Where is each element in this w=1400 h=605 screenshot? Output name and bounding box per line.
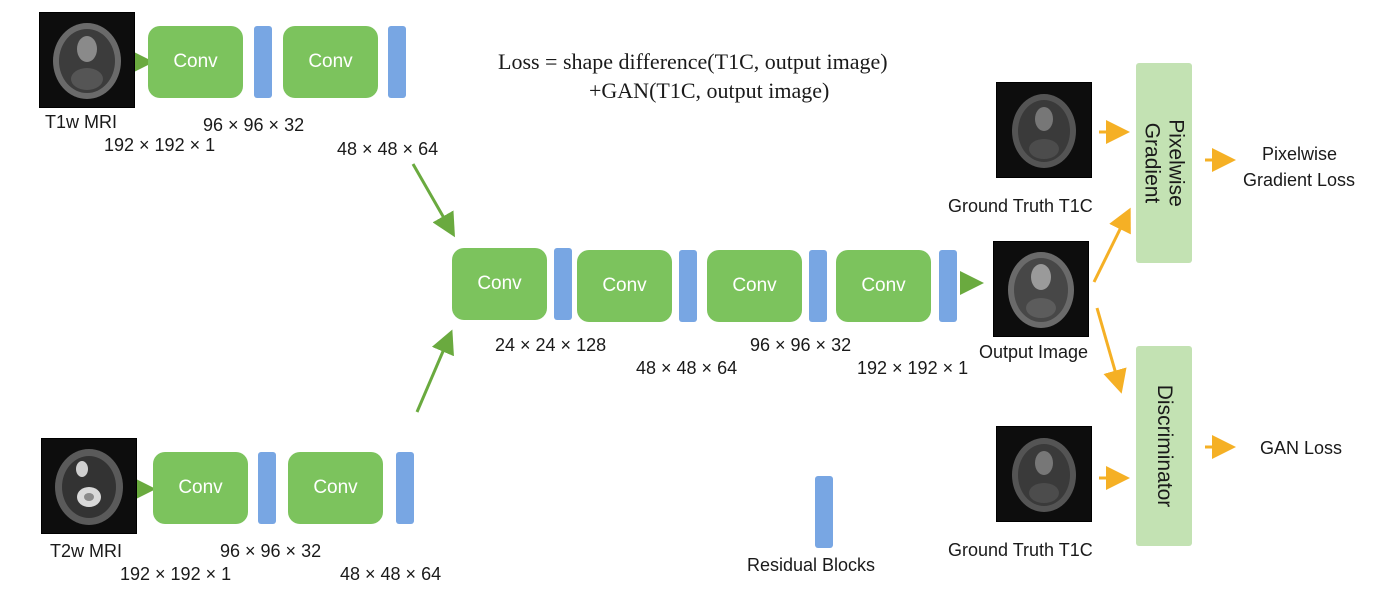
decoder-dim-1: 24 × 24 × 128 — [495, 335, 607, 355]
panel-label-line-2: Gradient — [1141, 122, 1164, 204]
conv-label: Conv — [308, 51, 353, 72]
conv-block-decoder-4: Conv — [836, 250, 931, 322]
arrow-bottom-encoder-to-decoder — [415, 329, 454, 413]
arrow-output-to-gradient — [1092, 207, 1131, 283]
brain-scan-icon — [997, 83, 1091, 177]
conv-label: Conv — [173, 51, 218, 72]
brain-scan-icon — [42, 439, 136, 533]
pixelwise-gradient-panel: Pixelwise Gradient — [1136, 63, 1192, 263]
legend-residual-block-swatch — [815, 476, 833, 548]
residual-block-decoder-4 — [939, 250, 957, 322]
gan-loss-label: GAN Loss — [1260, 438, 1343, 458]
conv-block-decoder-2: Conv — [577, 250, 672, 322]
top-encoder-dim-1: 96 × 96 × 32 — [203, 115, 305, 135]
brain-scan-icon — [40, 13, 134, 107]
residual-block-decoder-3 — [809, 250, 827, 322]
conv-block-bottom-2: Conv — [288, 452, 383, 524]
residual-block-top-1 — [254, 26, 272, 98]
conv-block-decoder-1: Conv — [452, 248, 547, 320]
t2w-mri-label: T2w MRI — [50, 541, 122, 561]
conv-label: Conv — [178, 477, 223, 498]
arrow-top-encoder-to-decoder — [411, 163, 455, 238]
brain-scan-icon — [994, 242, 1088, 336]
ground-truth-label-top: Ground Truth T1C — [948, 196, 1093, 216]
legend-residual-blocks-label: Residual Blocks — [747, 555, 876, 575]
decoder-dim-3: 96 × 96 × 32 — [750, 335, 852, 355]
t1w-mri-label: T1w MRI — [45, 112, 117, 132]
conv-label: Conv — [732, 275, 777, 296]
ground-truth-t1c-image-bottom — [996, 426, 1092, 522]
conv-block-decoder-3: Conv — [707, 250, 802, 322]
t1w-mri-image — [39, 12, 135, 108]
conv-block-top-1: Conv — [148, 26, 243, 98]
t2w-input-size: 192 × 192 × 1 — [120, 564, 232, 584]
residual-block-bottom-2 — [396, 452, 414, 524]
pixelwise-gradient-panel-label: Pixelwise Gradient — [1140, 119, 1188, 207]
conv-block-bottom-1: Conv — [153, 452, 248, 524]
residual-block-bottom-1 — [258, 452, 276, 524]
discriminator-panel: Discriminator — [1136, 346, 1192, 546]
pixelwise-gradient-loss-line-2: Gradient Loss — [1243, 170, 1356, 190]
conv-label: Conv — [602, 275, 647, 296]
residual-block-decoder-2 — [679, 250, 697, 322]
t2w-mri-image — [41, 438, 137, 534]
pixelwise-gradient-loss-line-1: Pixelwise — [1262, 144, 1338, 164]
panel-label-line-1: Pixelwise — [1164, 119, 1188, 207]
decoder-dim-2: 48 × 48 × 64 — [636, 358, 738, 378]
brain-scan-icon — [997, 427, 1091, 521]
discriminator-panel-label: Discriminator — [1152, 384, 1176, 508]
conv-label: Conv — [313, 477, 358, 498]
decoder-dim-4: 192 × 192 × 1 — [857, 358, 969, 378]
output-image — [993, 241, 1089, 337]
loss-formula-line-2: +GAN(T1C, output image) — [589, 78, 830, 103]
bottom-encoder-dim-2: 48 × 48 × 64 — [340, 564, 442, 584]
conv-block-top-2: Conv — [283, 26, 378, 98]
residual-block-decoder-1 — [554, 248, 572, 320]
t1w-input-size: 192 × 192 × 1 — [104, 135, 216, 155]
top-encoder-dim-2: 48 × 48 × 64 — [337, 139, 439, 159]
output-image-label: Output Image — [979, 342, 1089, 362]
residual-block-top-2 — [388, 26, 406, 98]
arrow-output-to-discriminator — [1095, 307, 1127, 394]
conv-label: Conv — [477, 273, 522, 294]
conv-label: Conv — [861, 275, 906, 296]
bottom-encoder-dim-1: 96 × 96 × 32 — [220, 541, 322, 561]
loss-formula-line-1: Loss = shape difference(T1C, output imag… — [498, 49, 888, 74]
ground-truth-label-bottom: Ground Truth T1C — [948, 540, 1093, 560]
ground-truth-t1c-image-top — [996, 82, 1092, 178]
